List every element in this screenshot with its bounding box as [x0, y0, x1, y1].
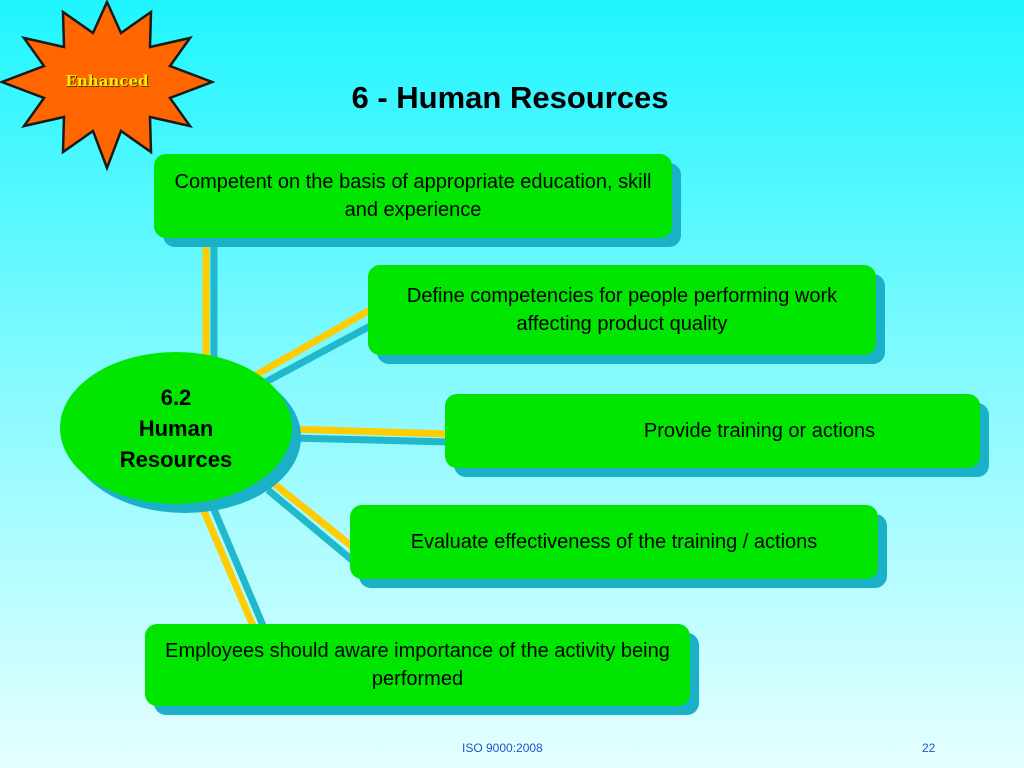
connector-third-box [289, 425, 451, 438]
connector-fourth-box [269, 479, 357, 551]
starburst-icon [0, 0, 215, 172]
enhanced-label: Enhanced [65, 72, 149, 90]
connector-fourth-box-shadow [265, 487, 355, 563]
connector-second-box-shadow [260, 321, 374, 388]
footer-standard: ISO 9000:2008 [462, 741, 543, 755]
box-evaluate-effectiveness: Evaluate effectiveness of the training /… [350, 505, 878, 579]
box-define-competencies: Define competencies for people performin… [368, 265, 876, 355]
hub-human-resources: 6.2 Human Resources [60, 352, 292, 504]
connector-bottom-box-shadow [206, 498, 268, 630]
box-competent: Competent on the basis of appropriate ed… [154, 154, 672, 238]
box-employees-aware: Employees should aware importance of the… [145, 624, 690, 706]
enhanced-starburst: Enhanced [0, 0, 215, 172]
connector-third-box-shadow [289, 434, 451, 446]
hub-line-resources: Resources [119, 446, 233, 472]
hub-line-number: 6.2 [160, 384, 192, 410]
page-title: 6 - Human Resources [351, 80, 669, 115]
hub-line-human: Human [138, 415, 214, 441]
footer-page-number: 22 [922, 741, 936, 755]
connector-second-box [254, 306, 372, 379]
connector-bottom-box [196, 500, 258, 630]
box-provide-training: Provide training or actions [445, 394, 980, 468]
